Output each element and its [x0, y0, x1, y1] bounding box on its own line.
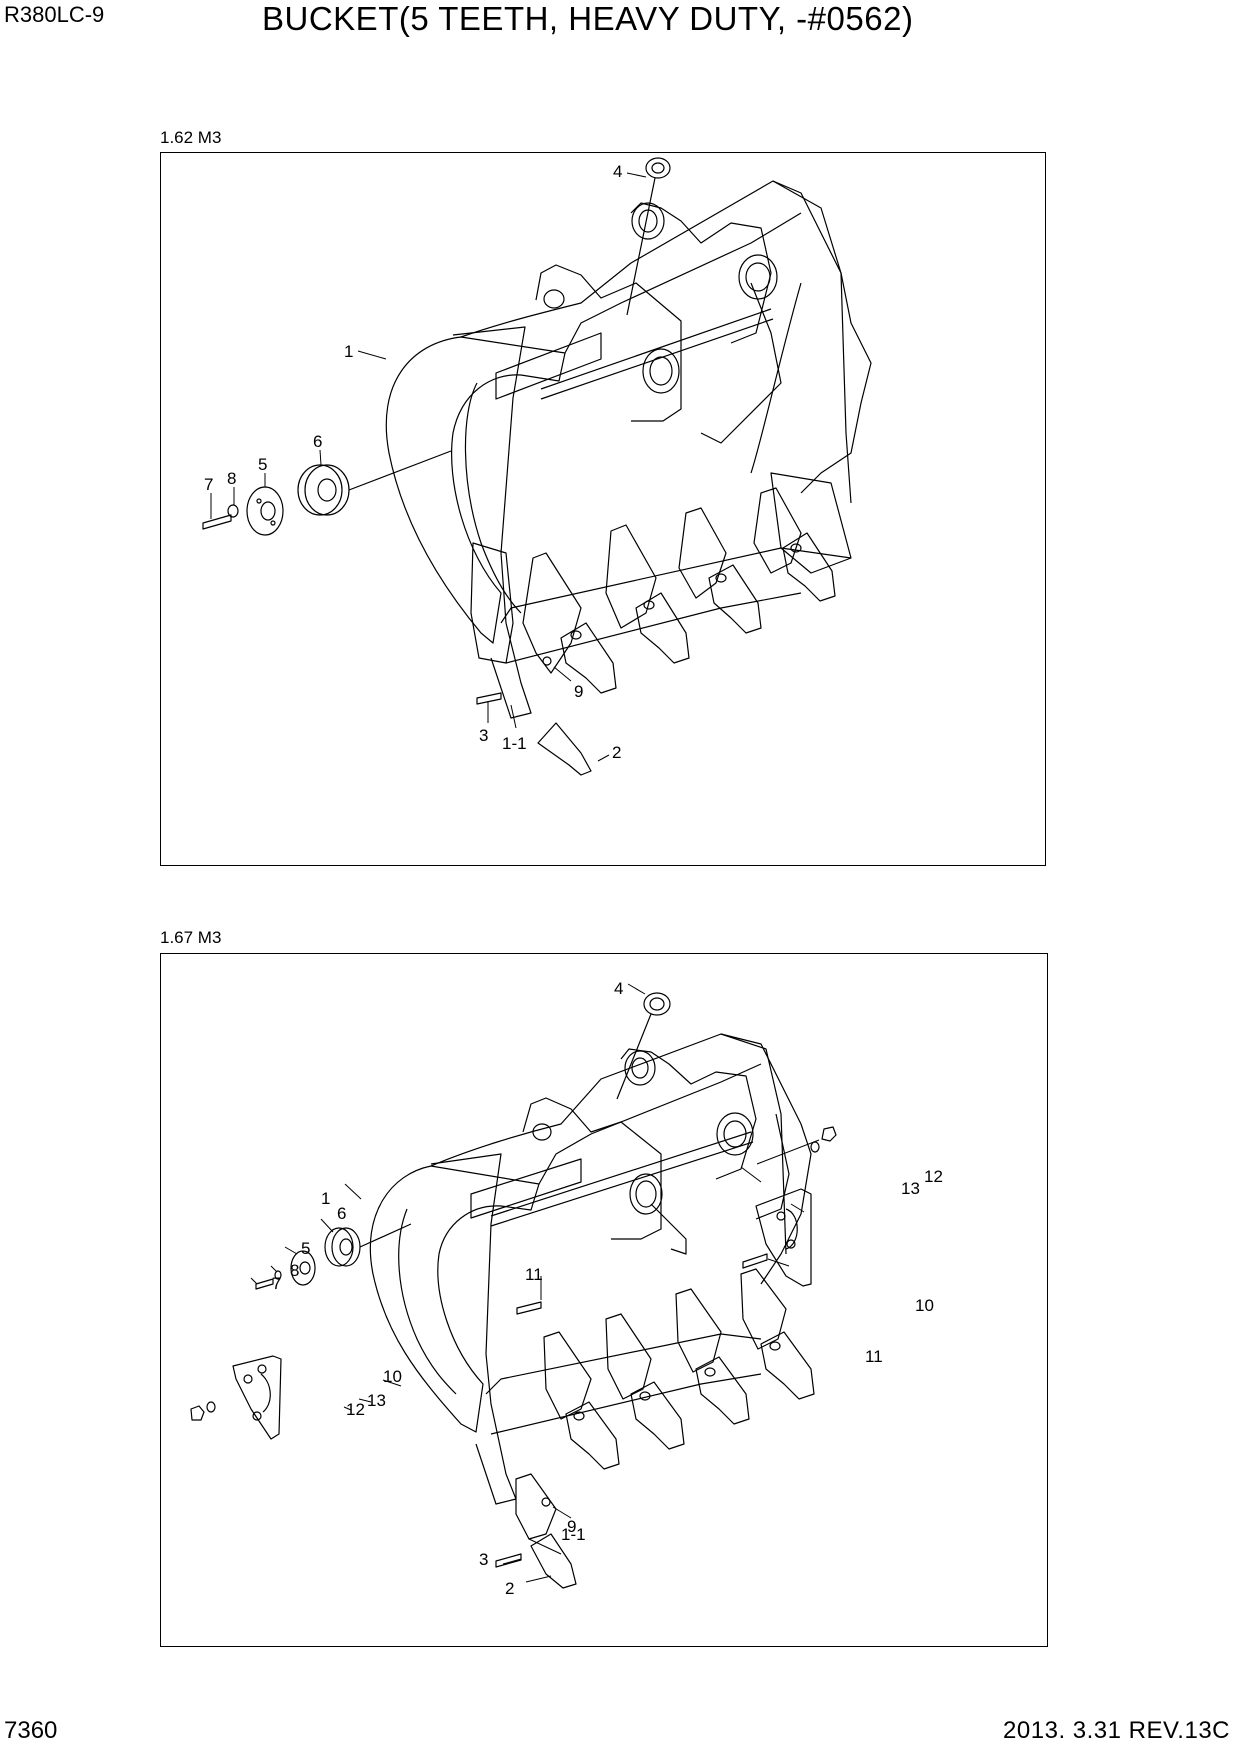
callout-1-1: 1-1 [502, 734, 527, 753]
callout-5: 5 [258, 455, 267, 474]
callout-10-right: 10 [915, 1296, 934, 1315]
diagram-2-frame: 1 1-1 2 3 4 5 6 7 8 9 10 11 12 13 10 11 … [160, 953, 1048, 1647]
callout-1-1: 1-1 [561, 1525, 586, 1544]
callout-1: 1 [321, 1189, 330, 1208]
bucket-exploded-view-1: 1 1-1 2 3 4 5 6 7 8 9 [202, 157, 872, 776]
bucket-exploded-view-2: 1 1-1 2 3 4 5 6 7 8 9 10 11 12 13 10 11 … [190, 979, 943, 1598]
callout-11-center: 11 [525, 1265, 543, 1284]
callout-2: 2 [505, 1579, 514, 1598]
callout-8: 8 [290, 1261, 299, 1280]
callout-4: 4 [614, 979, 623, 998]
callout-9: 9 [574, 682, 583, 701]
callout-7: 7 [204, 475, 213, 494]
callout-7: 7 [272, 1274, 281, 1293]
callout-1: 1 [344, 342, 353, 361]
callout-2: 2 [612, 743, 621, 762]
callout-3: 3 [479, 726, 488, 745]
callout-13-left: 13 [367, 1391, 386, 1410]
callout-12-right: 12 [924, 1167, 943, 1186]
callout-5: 5 [301, 1239, 310, 1258]
callout-3: 3 [479, 1550, 488, 1569]
callout-10-left: 10 [383, 1367, 402, 1386]
callout-13-right: 13 [901, 1179, 920, 1198]
callout-11-right: 11 [865, 1347, 883, 1366]
page-title: BUCKET(5 TEETH, HEAVY DUTY, -#0562) [262, 0, 914, 37]
callout-6: 6 [337, 1204, 346, 1223]
callout-4: 4 [613, 162, 622, 181]
diagram-1-caption: 1.62 M3 [160, 128, 222, 147]
callout-6: 6 [313, 432, 322, 451]
model-label: R380LC-9 [4, 2, 105, 27]
diagram-1-frame: 1 1-1 2 3 4 5 6 7 8 9 [160, 152, 1046, 866]
callout-9: 9 [567, 1517, 576, 1536]
revision-date: 2013. 3.31 REV.13C [1003, 1717, 1230, 1744]
page-number: 7360 [4, 1717, 58, 1744]
diagram-2-caption: 1.67 M3 [160, 928, 222, 947]
callout-12-left: 12 [346, 1400, 365, 1419]
callout-8: 8 [227, 469, 236, 488]
